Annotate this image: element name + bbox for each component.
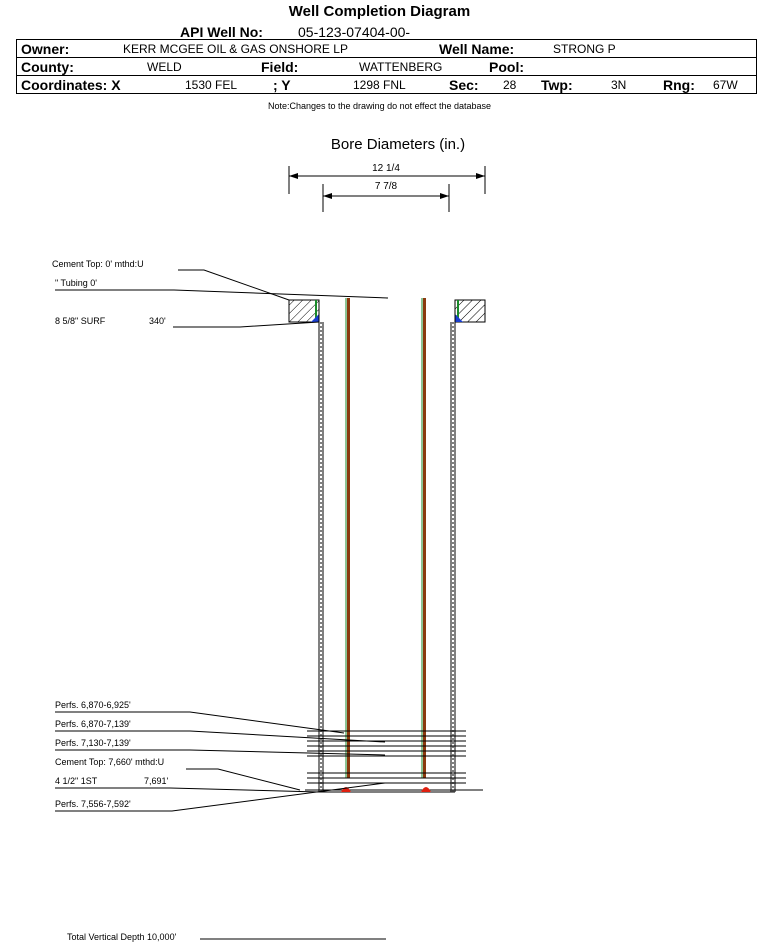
api-value: 05-123-07404-00- <box>298 24 411 40</box>
casing-wall-right <box>450 300 456 792</box>
label-cement-top-surface: Cement Top: 0' mthd:U <box>52 259 144 269</box>
tubing-right <box>421 298 426 778</box>
label-cement-top-prod: Cement Top: 7,660' mthd:U <box>55 757 164 767</box>
twp-label: Twp: <box>541 77 573 93</box>
perforations-upper <box>307 730 466 757</box>
coordy-value: 1298 FNL <box>353 78 406 92</box>
leader-perfs-3 <box>55 749 386 756</box>
label-prod-casing: 4 1/2" 1ST <box>55 776 98 786</box>
casing-wall-left <box>318 300 324 792</box>
sec-label: Sec: <box>449 77 479 93</box>
leader-perfs-2 <box>55 730 386 743</box>
county-value: WELD <box>147 60 182 74</box>
header-county-row: County: WELD Field: WATTENBERG Pool: <box>16 58 757 75</box>
api-label: API Well No: <box>180 24 263 40</box>
leader-surface-casing <box>173 321 320 328</box>
tubing-left <box>345 298 350 778</box>
surface-cement-right <box>454 299 486 323</box>
header-coords-row: Coordinates: X 1530 FEL ; Y 1298 FNL Sec… <box>16 76 757 93</box>
bore-outer-dimension <box>288 166 486 194</box>
surface-cement-left <box>288 299 320 323</box>
coordx-value: 1530 FEL <box>185 78 238 92</box>
label-surface-casing: 8 5/8" SURF <box>55 316 106 326</box>
diagram-title: Well Completion Diagram <box>288 3 471 20</box>
label-total-vertical-depth: Total Vertical Depth 10,000' <box>67 932 177 942</box>
wellname-value: STRONG P <box>553 42 616 56</box>
header-owner-row: Owner: KERR MCGEE OIL & GAS ONSHORE LP W… <box>16 40 757 57</box>
rng-label: Rng: <box>663 77 695 93</box>
twp-value: 3N <box>611 78 627 92</box>
header-api-row: API Well No: 05-123-07404-00- <box>16 23 757 40</box>
leader-prod-casing <box>55 787 320 793</box>
label-surface-casing-depth: 340' <box>149 316 166 326</box>
bottom-marker-right <box>421 787 431 792</box>
label-perfs-3: Perfs. 7,130-7,139' <box>55 738 131 748</box>
label-perfs-4: Perfs. 7,556-7,592' <box>55 799 131 809</box>
drawing-note: Note:Changes to the drawing do not effec… <box>268 101 491 111</box>
rng-value: 67W <box>713 78 738 92</box>
field-value: WATTENBERG <box>359 60 443 74</box>
header-top-rule <box>16 39 757 40</box>
label-tubing: " Tubing 0' <box>55 278 97 288</box>
header-rule-2 <box>16 75 757 76</box>
owner-label: Owner: <box>21 41 70 57</box>
header-rule-1 <box>16 57 757 58</box>
perforations-lower <box>307 772 466 784</box>
bore-inner-dimension <box>322 184 450 212</box>
leader-cement-top-prod <box>186 768 301 791</box>
coordy-label: ; Y <box>273 77 291 93</box>
owner-value: KERR MCGEE OIL & GAS ONSHORE LP <box>123 42 348 56</box>
wellname-label: Well Name: <box>439 41 515 57</box>
leader-perfs-4 <box>55 782 386 812</box>
county-label: County: <box>21 59 74 75</box>
field-label: Field: <box>261 59 299 75</box>
label-perfs-2: Perfs. 6,870-7,139' <box>55 719 131 729</box>
coordx-label: Coordinates: X <box>21 77 121 93</box>
bore-title: Bore Diameters (in.) <box>331 136 465 153</box>
header-bottom-rule <box>16 93 757 94</box>
pool-label: Pool: <box>489 59 524 75</box>
label-prod-casing-depth: 7,691' <box>144 776 169 786</box>
bore-outer-label: 12 1/4 <box>372 163 400 174</box>
bore-inner-label: 7 7/8 <box>375 181 398 192</box>
leader-tubing <box>55 289 389 299</box>
leader-perfs-1 <box>55 711 345 734</box>
leader-cement-top-surface <box>178 269 290 301</box>
sec-value: 28 <box>503 78 517 92</box>
label-perfs-1: Perfs. 6,870-6,925' <box>55 700 131 710</box>
